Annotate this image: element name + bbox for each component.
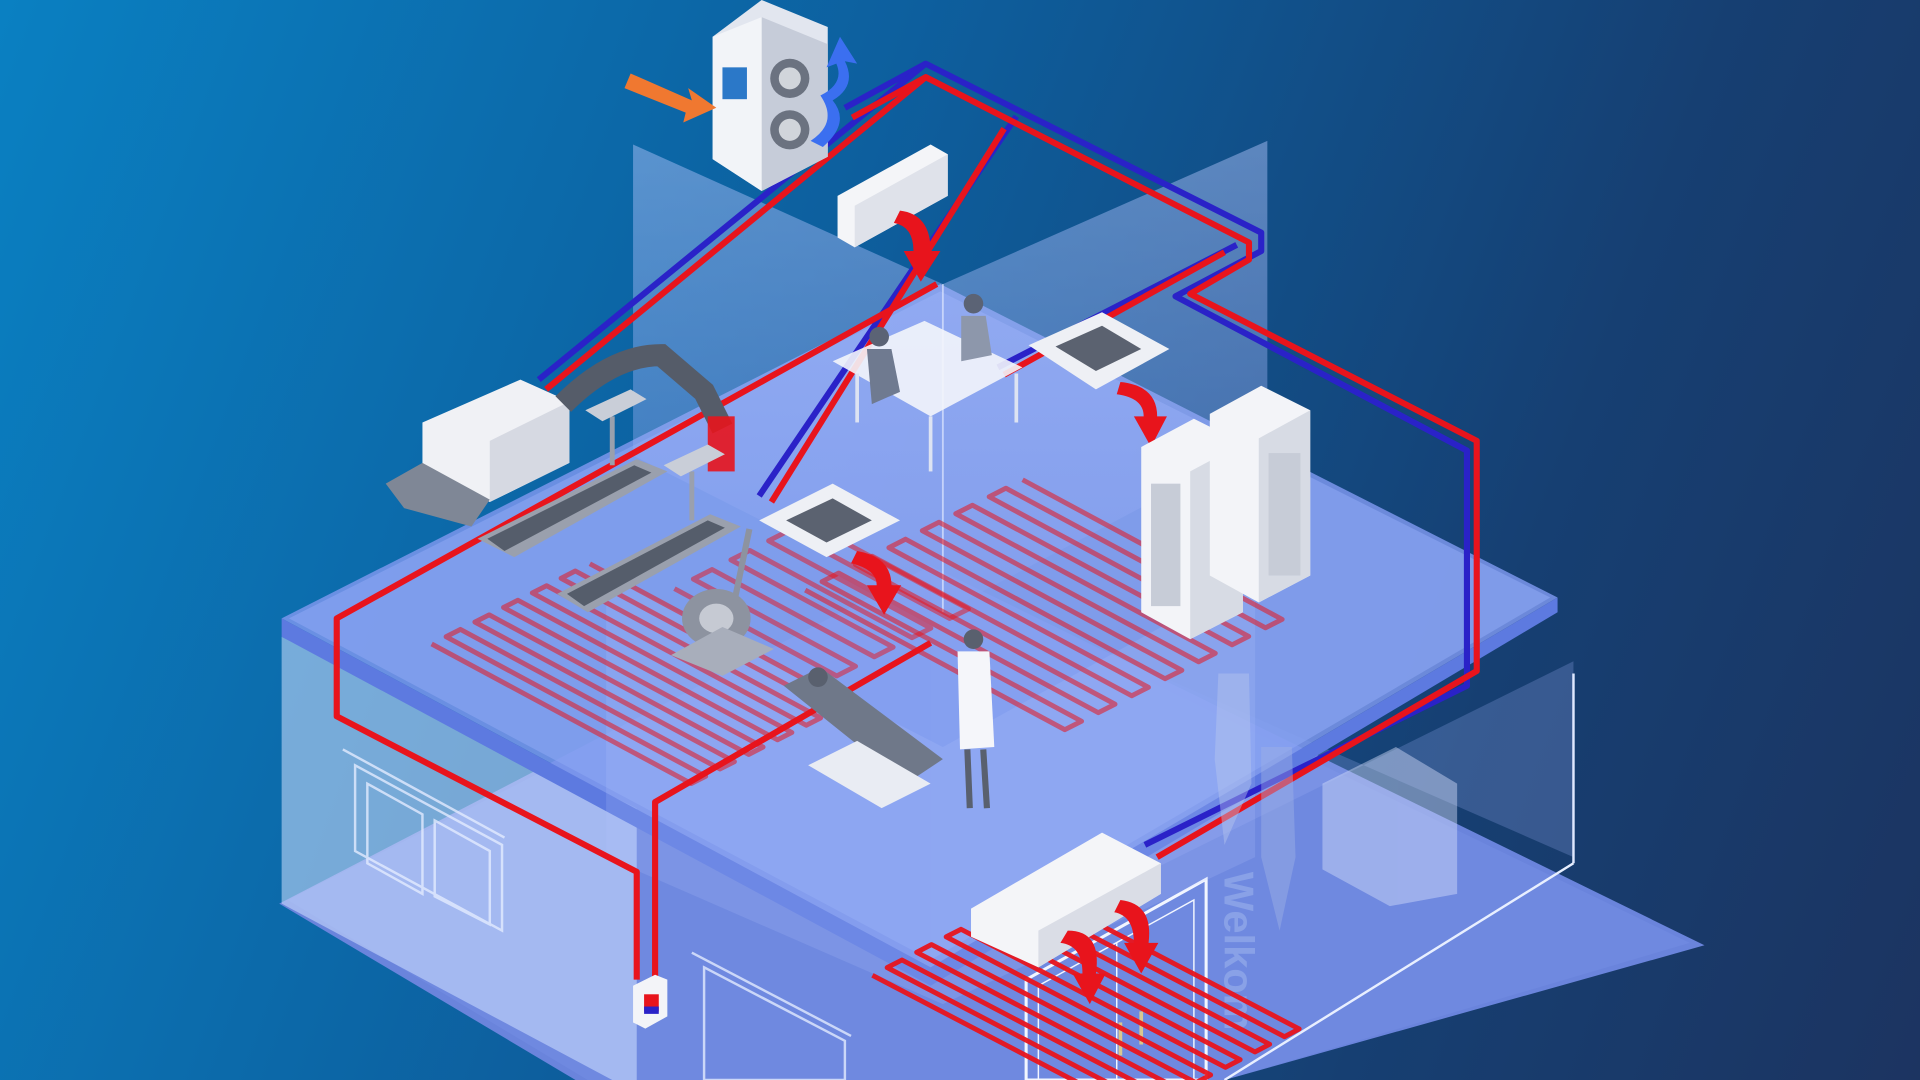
floor-heating-coil [673,519,971,679]
treadmill [557,444,741,613]
treadmill [477,389,668,558]
person [963,293,984,314]
ventilation-unit [385,344,735,527]
entrance-ac-unit [971,832,1161,1005]
server-rack [1209,385,1311,603]
outdoor-heat-pump [712,0,828,192]
airflow-arrow-icon [1114,900,1159,974]
patient [808,667,828,687]
treatment-chair [783,667,943,809]
reception [1214,673,1458,931]
wall-ac-unit [837,144,948,282]
air-exhaust-arrow-icon [810,36,858,147]
airflow-arrow-icon [1116,382,1167,447]
airflow-arrow-icon [851,551,902,615]
doctor [957,629,995,809]
floor-heating-coil [430,561,852,786]
ceiling-cassette [759,483,902,615]
person [869,326,889,347]
air-intake-arrow-icon [624,73,717,123]
ceiling-cassette [1028,312,1170,447]
thermostat-controller[interactable] [633,974,668,1029]
window [342,748,506,933]
airflow-arrow-icon [1060,930,1106,1005]
window [691,951,852,1080]
exercise-bike [671,528,774,676]
airflow-arrow-icon [893,210,941,282]
meeting-table [832,293,1023,472]
